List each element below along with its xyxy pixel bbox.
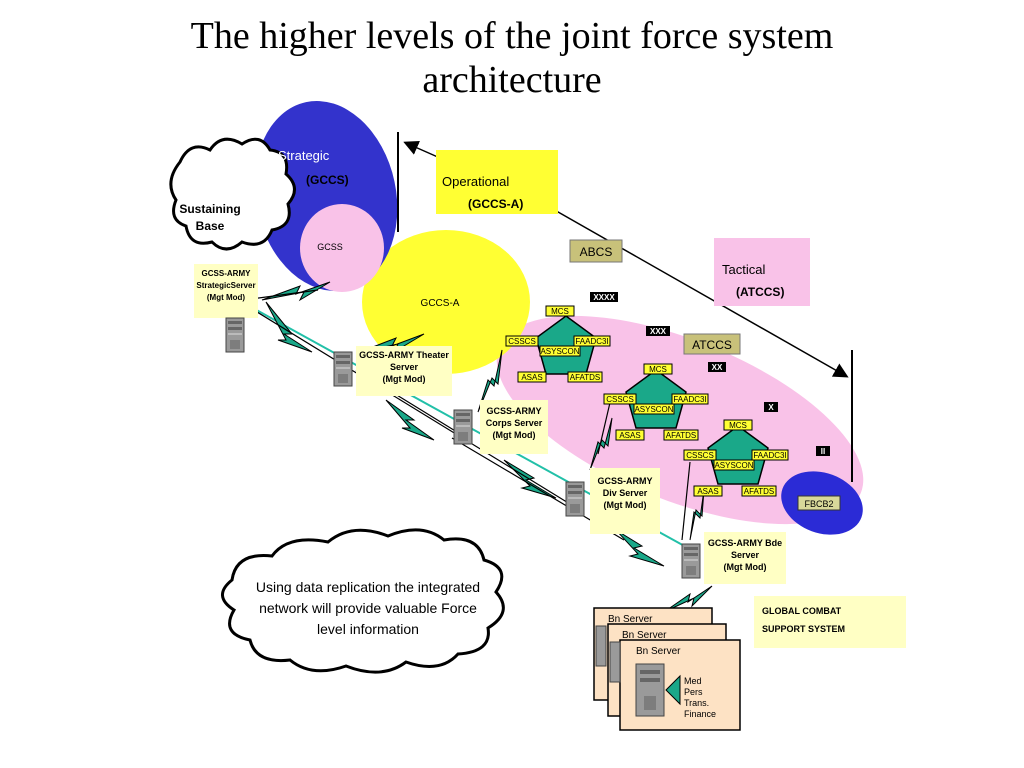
svg-text:GCSS-ARMY Theater: GCSS-ARMY Theater <box>359 350 449 360</box>
span-arrow-left <box>403 140 441 159</box>
sustaining-base-cloud <box>169 137 296 251</box>
tactical-box <box>714 238 810 306</box>
gcss-label: GCSS <box>317 242 343 252</box>
atccs-box <box>683 333 741 355</box>
svg-text:FAADC3I: FAADC3I <box>673 395 706 404</box>
svg-text:StrategicServer: StrategicServer <box>196 281 255 290</box>
abcs-label: ABCS <box>580 245 613 259</box>
svg-text:AFATDS: AFATDS <box>570 373 601 382</box>
bde-server: GCSS-ARMY Bde Server (Mgt Mod) <box>681 532 786 584</box>
server-icon <box>681 543 701 579</box>
pentagon-2-labels: MCS ASYSCON CSSCS FAADC3I ASAS AFATDS <box>603 363 709 441</box>
operational-box <box>436 150 558 214</box>
svg-text:MCS: MCS <box>649 365 667 374</box>
svg-text:XXXX: XXXX <box>593 293 615 302</box>
svg-text:ASYSCON: ASYSCON <box>714 461 753 470</box>
fbcb2-tag <box>797 495 841 511</box>
svg-text:(Mgt Mod): (Mgt Mod) <box>383 374 426 384</box>
svg-text:CSSCS: CSSCS <box>606 395 634 404</box>
svg-text:CSSCS: CSSCS <box>686 451 714 460</box>
server-icon <box>333 351 353 387</box>
svg-text:(Mgt Mod): (Mgt Mod) <box>207 293 246 302</box>
tactical-system-label: (ATCCS) <box>736 285 784 299</box>
svg-text:ASYSCON: ASYSCON <box>540 347 579 356</box>
svg-text:Finance: Finance <box>684 709 716 719</box>
svg-text:Corps Server: Corps Server <box>486 418 543 428</box>
server-icon <box>565 481 585 517</box>
svg-text:ASAS: ASAS <box>521 373 542 382</box>
bn-server-stack: Bn Server Bn Server Bn Server Med Pers T… <box>593 607 741 731</box>
svg-text:Bn Server: Bn Server <box>636 646 681 657</box>
note-cloud <box>221 528 505 674</box>
note-line-3: level information <box>317 621 419 637</box>
svg-text:Bn Server: Bn Server <box>622 630 667 641</box>
server-icon <box>225 317 245 353</box>
svg-text:CSSCS: CSSCS <box>508 337 536 346</box>
svg-text:ASAS: ASAS <box>697 487 718 496</box>
gcss-circle <box>300 204 384 292</box>
div-server: GCSS-ARMY Div Server (Mgt Mod) <box>565 468 660 534</box>
svg-text:ASAS: ASAS <box>619 431 640 440</box>
global-combat-box <box>754 596 906 648</box>
svg-text:Server: Server <box>390 362 419 372</box>
svg-text:Pers: Pers <box>684 687 703 697</box>
title-line-2: architecture <box>422 59 602 101</box>
pentagon-3-labels: MCS ASYSCON CSSCS FAADC3I ASAS AFATDS <box>683 419 789 497</box>
svg-text:GCSS-ARMY: GCSS-ARMY <box>597 476 652 486</box>
svg-text:AFATDS: AFATDS <box>744 487 775 496</box>
svg-text:MCS: MCS <box>551 307 569 316</box>
strategic-system-label: (GCCS) <box>306 173 349 187</box>
svg-text:X: X <box>768 403 774 412</box>
global-combat-label-2: SUPPORT SYSTEM <box>762 624 845 634</box>
note-line-1: Using data replication the integrated <box>256 579 480 595</box>
svg-text:XX: XX <box>712 363 723 372</box>
svg-text:Trans.: Trans. <box>684 698 709 708</box>
svg-text:(Mgt Mod): (Mgt Mod) <box>724 562 767 572</box>
title-line-1: The higher levels of the joint force sys… <box>190 15 834 57</box>
atccs-label: ATCCS <box>692 338 732 352</box>
svg-text:Bn Server: Bn Server <box>608 614 653 625</box>
corps-server: GCSS-ARMY Corps Server (Mgt Mod) <box>453 400 548 454</box>
svg-text:FAADC3I: FAADC3I <box>753 451 786 460</box>
echelon-tags: XXXX XXX XX X II <box>590 292 830 456</box>
svg-text:AFATDS: AFATDS <box>666 431 697 440</box>
svg-text:(Mgt Mod): (Mgt Mod) <box>493 430 536 440</box>
sustaining-base-label-1: Sustaining <box>179 202 240 216</box>
pentagon-1-labels: MCS ASYSCON CSSCS FAADC3I ASAS AFATDS <box>505 305 611 383</box>
tactical-label: Tactical <box>722 262 765 277</box>
svg-text:II: II <box>821 447 825 456</box>
gccs-a-label: GCCS-A <box>421 298 460 309</box>
svg-text:Server: Server <box>731 550 760 560</box>
svg-text:Med: Med <box>684 676 702 686</box>
operational-label: Operational <box>442 174 509 189</box>
svg-text:Div Server: Div Server <box>603 488 648 498</box>
svg-text:MCS: MCS <box>729 421 747 430</box>
svg-text:FAADC3I: FAADC3I <box>575 337 608 346</box>
svg-text:GCSS-ARMY: GCSS-ARMY <box>486 406 541 416</box>
svg-text:ASYSCON: ASYSCON <box>634 405 673 414</box>
server-icon <box>453 409 473 445</box>
svg-text:GCSS-ARMY: GCSS-ARMY <box>202 269 252 278</box>
gccs-a-ellipse <box>362 230 530 374</box>
strategic-label: Strategic <box>278 148 330 163</box>
sustaining-base-label-2: Base <box>196 219 225 233</box>
operational-system-label: (GCCS-A) <box>468 197 523 211</box>
note-line-2: network will provide valuable Force <box>259 600 477 616</box>
svg-text:GCSS-ARMY Bde: GCSS-ARMY Bde <box>708 538 782 548</box>
svg-text:XXX: XXX <box>650 327 667 336</box>
strategic-server: GCSS-ARMY StrategicServer (Mgt Mod) <box>194 264 258 353</box>
span-arrow-right <box>529 195 849 378</box>
fbcb2-label: FBCB2 <box>804 499 833 509</box>
page-title: The higher levels of the joint force sys… <box>0 14 1024 102</box>
svg-text:(Mgt Mod): (Mgt Mod) <box>604 500 647 510</box>
abcs-box <box>569 239 623 263</box>
theater-server: GCSS-ARMY Theater Server (Mgt Mod) <box>333 346 452 396</box>
global-combat-label-1: GLOBAL COMBAT <box>762 606 842 616</box>
